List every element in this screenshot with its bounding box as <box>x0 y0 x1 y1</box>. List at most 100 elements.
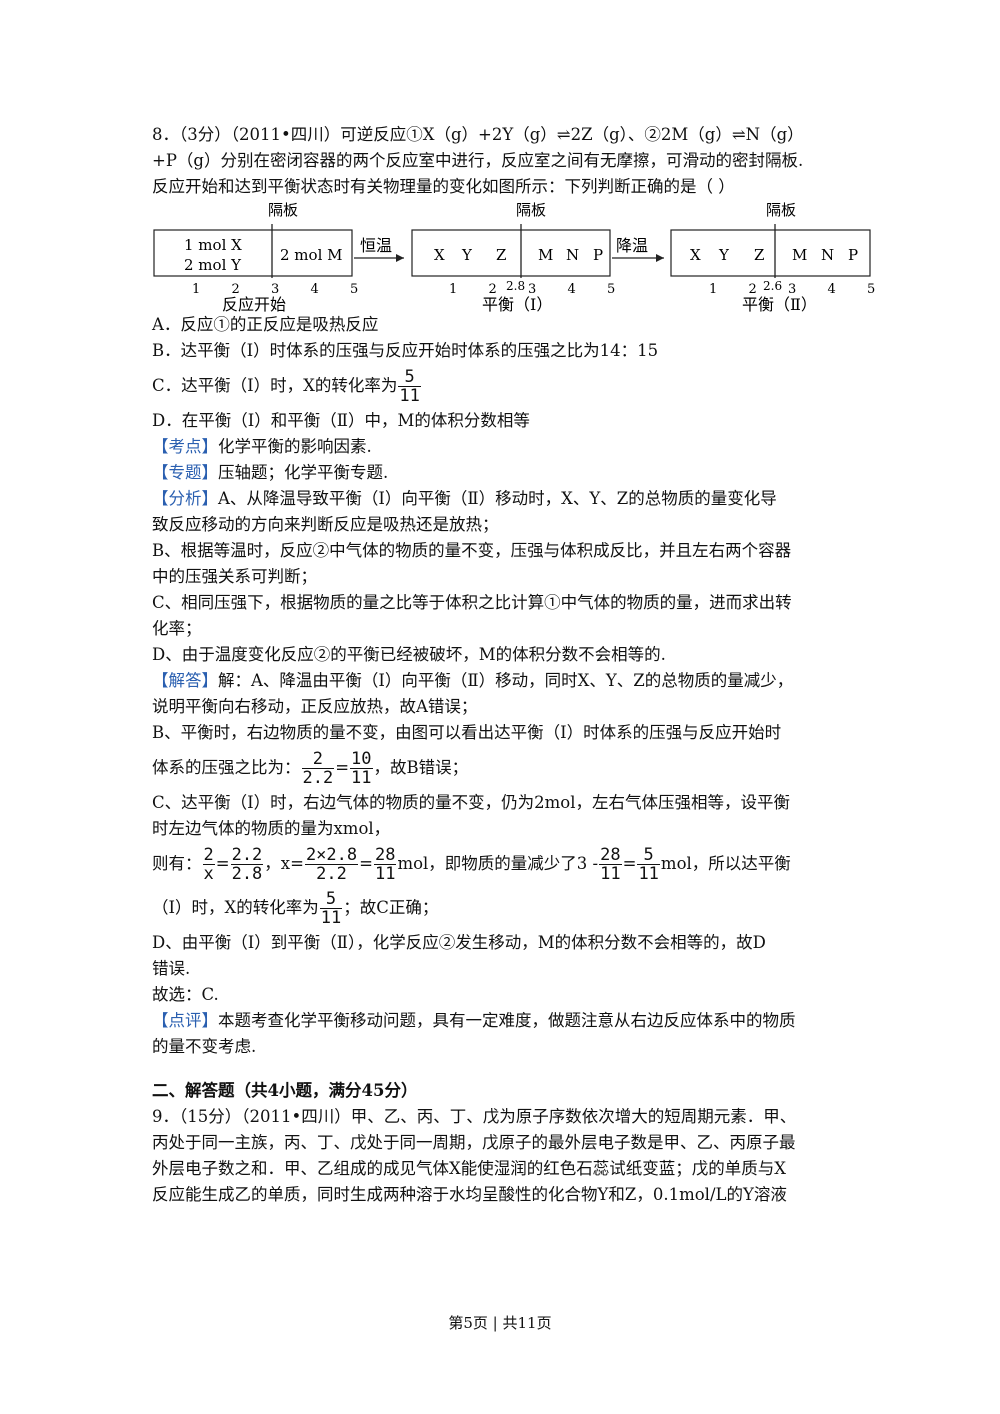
text: ；故C正确； <box>343 898 439 917</box>
knowledge-point: 【考点】化学平衡的影响因素. <box>152 434 852 460</box>
partition-label-eq1: 隔板 <box>516 201 546 219</box>
tick-label-2-2: 2 <box>489 282 497 297</box>
tick-label-2-1: 1 <box>449 282 457 297</box>
tick-label-1-4: 4 <box>311 282 319 297</box>
q8-stem-line3: 反应开始和达到平衡状态时有关物理量的变化如图所示：下列判断正确的是（ ） <box>152 177 735 196</box>
denominator: 11 <box>399 385 420 406</box>
arrow-isothermal-head <box>396 254 404 262</box>
analysis-line7: D、由于温度变化反应②的平衡已经被破坏，M的体积分数不会相等的. <box>152 645 666 664</box>
start-left-y: 2 mol Y <box>184 256 242 274</box>
tag-text: 压轴题；化学平衡专题. <box>218 463 389 482</box>
tag-text: 解：A、降温由平衡（Ⅰ）向平衡（Ⅱ）移动，同时X、Y、Z的总物质的量减少， <box>218 671 794 690</box>
option-a: A．反应①的正反应是吸热反应 <box>152 315 379 334</box>
q9-line1: 9．（15分）（2011•四川）甲、乙、丙、丁、戊为原子序数依次增大的短周期元素… <box>152 1107 797 1126</box>
caption-eq2: 平衡（Ⅱ） <box>742 295 817 314</box>
topic: 【专题】压轴题；化学平衡专题. <box>152 460 852 486</box>
comment-line2: 的量不变考虑. <box>152 1037 257 1056</box>
analysis-line1: 【分析】A、从降温导致平衡（Ⅰ）向平衡（Ⅱ）移动时，X、Y、Z的总物质的量变化导 <box>152 486 852 512</box>
start-left-x: 1 mol X <box>184 236 242 254</box>
tick-label-3-3: 3 <box>788 282 796 297</box>
numerator: 2×2.8 <box>304 844 359 865</box>
tick-label-1-3: 3 <box>271 282 279 297</box>
tick-label-3-2: 2 <box>749 282 757 297</box>
species-label-1-y: Y <box>461 246 473 264</box>
tag-label: 【专题】 <box>152 463 218 482</box>
denominator: 11 <box>351 767 372 788</box>
option-c-text: C．达平衡（Ⅰ）时，X的转化率为 <box>152 376 398 395</box>
solution-line1: 【解答】解：A、降温由平衡（Ⅰ）向平衡（Ⅱ）移动，同时X、Y、Z的总物质的量减少… <box>152 668 852 694</box>
solution-line10: 错误. <box>152 959 191 978</box>
equals: = <box>215 854 230 873</box>
species-label-1-m: M <box>538 246 553 264</box>
text: 体系的压强之比为： <box>152 758 301 777</box>
equals: = <box>622 854 637 873</box>
denominator: 2.2 <box>302 767 334 788</box>
comment-line1: 【点评】本题考查化学平衡移动问题，具有一定难度，做题注意从右边反应体系中的物质 <box>152 1008 852 1034</box>
numerator: 5 <box>398 368 421 387</box>
tick-label-3-1: 1 <box>709 282 717 297</box>
analysis-line4: 中的压强关系可判断； <box>152 567 317 586</box>
equals: = <box>359 854 373 873</box>
numerator: 28 <box>373 844 397 865</box>
equals: = <box>335 758 350 777</box>
arrow-cooling-head <box>656 254 664 262</box>
q9-line2: 丙处于同一主族，丙、丁、戊处于同一周期，戊原子的最外层电子数是甲、乙、丙原子最 <box>152 1133 796 1152</box>
tick-label-1-2: 2 <box>232 282 240 297</box>
numerator: 2 <box>301 750 335 769</box>
denominator: 11 <box>320 907 342 928</box>
arrow-label-cooling: 降温 <box>616 236 648 255</box>
species-label-1-n: N <box>566 246 579 264</box>
denominator: x <box>203 863 214 884</box>
text: mol，所以达平衡 <box>660 854 791 873</box>
q8-stem-line2: +P（g）分别在密闭容器的两个反应室中进行，反应室之间有无摩擦，可滑动的密封隔板… <box>152 151 804 170</box>
tick-label-2-3: 3 <box>528 282 536 297</box>
numerator: 28 <box>599 844 622 865</box>
text: ，x= <box>264 854 304 873</box>
tag-label: 【分析】 <box>152 489 218 508</box>
denominator: 11 <box>638 863 659 884</box>
option-d: D．在平衡（Ⅰ）和平衡（Ⅱ）中，M的体积分数相等 <box>152 411 530 430</box>
tag-label: 【考点】 <box>152 437 218 456</box>
q9-line3: 外层电子数之和．甲、乙组成的成见气体X能使湿润的红色石蕊试纸变蓝；戊的单质与X <box>152 1159 786 1178</box>
page-footer: 第5页 | 共11页 <box>448 1314 552 1332</box>
arrow-label-isothermal: 恒温 <box>360 236 392 255</box>
tick-label-2-4: 4 <box>568 282 576 297</box>
section-heading: 二、解答题（共4小题，满分45分） <box>152 1081 418 1100</box>
tag-text: A、从降温导致平衡（Ⅰ）向平衡（Ⅱ）移动时，X、Y、Z的总物质的量变化导 <box>218 489 777 508</box>
text: ，故B错误； <box>373 758 469 777</box>
tick-label-1-5: 5 <box>350 282 358 297</box>
solution-line6: 时左边气体的物质的量为xmol， <box>152 819 391 838</box>
document-page: 8．（3分）（2011•四川）可逆反应①X（g）+2Y（g）⇌2Z（g）、②2M… <box>152 122 875 1208</box>
species-label-2-y: Y <box>718 246 730 264</box>
start-right-m: 2 mol M <box>280 246 343 264</box>
reaction-chamber-diagram: 隔板 隔板 隔板 1 mol X 2 mol Y 2 mol M 恒温 降温 X… <box>152 200 875 314</box>
q8-stem-line1: 8．（3分）（2011•四川）可逆反应①X（g）+2Y（g）⇌2Z（g）、②2M… <box>152 125 804 144</box>
partition-label-eq2: 隔板 <box>766 201 796 219</box>
denominator: 11 <box>600 863 621 884</box>
partition-position-eq2: 2.6 <box>763 279 782 293</box>
analysis-line3: B、根据等温时，反应②中气体的物质的量不变，压强与体积成反比，并且左右两个容器 <box>152 541 792 560</box>
partition-position-eq1: 2.8 <box>506 279 525 293</box>
numerator: 5 <box>637 846 660 865</box>
numerator: 5 <box>319 890 343 909</box>
species-label-2-z: Z <box>754 246 764 264</box>
tick-label-2-5: 5 <box>607 282 615 297</box>
species-label-2-m: M <box>792 246 807 264</box>
caption-eq1: 平衡（Ⅰ） <box>482 295 552 314</box>
solution-answer: 故选：C. <box>152 985 219 1004</box>
denominator: 2.2 <box>316 863 347 884</box>
partition-label-start: 隔板 <box>268 201 298 219</box>
analysis-line2: 致反应移动的方向来判断反应是吸热还是放热； <box>152 515 499 534</box>
species-label-2-p: P <box>848 246 858 264</box>
